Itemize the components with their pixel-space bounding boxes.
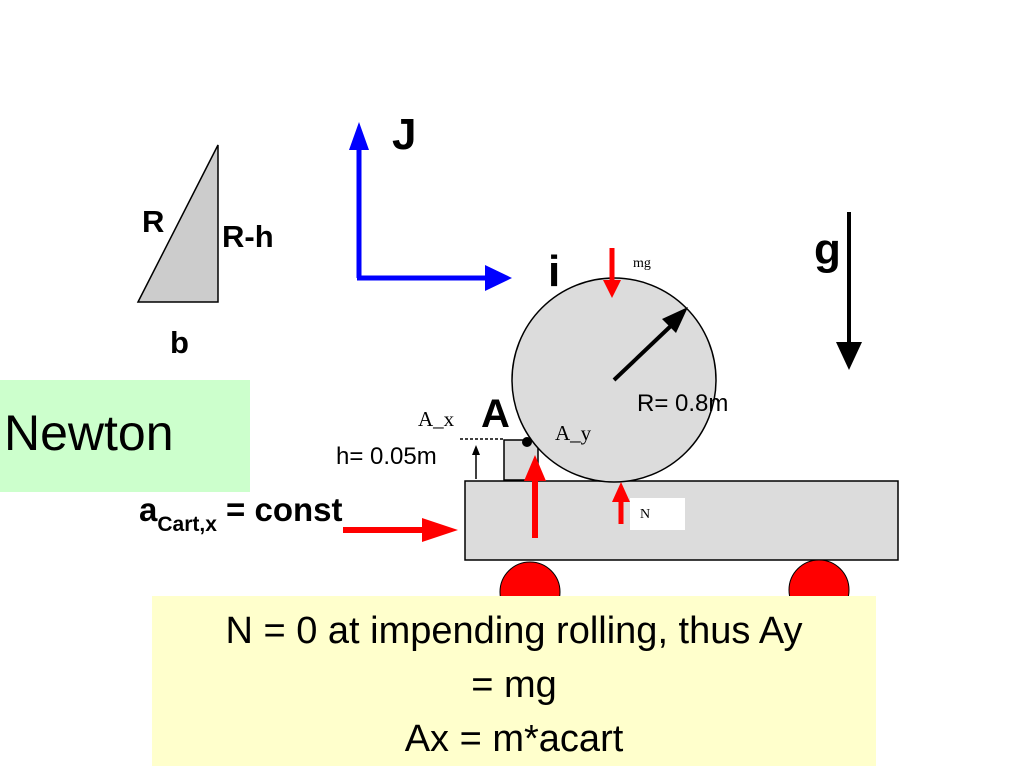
acceleration-label: aCart,x = const	[139, 493, 343, 535]
result-box: N = 0 at impending rolling, thus Ay = mg…	[152, 596, 876, 766]
mg-label: mg	[633, 256, 651, 271]
contact-point-a	[522, 437, 532, 447]
acceleration-subscript: Cart,x	[157, 513, 217, 536]
ay-label: A_y	[555, 421, 592, 445]
j-axis-label: J	[392, 110, 417, 159]
geometry-triangle	[136, 144, 219, 303]
gravity-arrowhead	[836, 342, 862, 370]
i-axis-arrowhead	[485, 265, 512, 291]
normal-label: N	[640, 507, 651, 522]
acceleration-symbol: a	[139, 491, 158, 528]
step-height-label: h= 0.05m	[336, 443, 437, 470]
newton-label: Newton	[4, 405, 174, 461]
radius-arrowhead	[662, 307, 688, 333]
newton-box: Newton	[0, 380, 250, 492]
height-dimension-arrowhead	[472, 445, 480, 455]
gravity-label: g	[814, 225, 841, 274]
normal-label-box: N	[630, 498, 685, 530]
mg-arrowhead	[603, 280, 621, 298]
ay-arrowhead	[524, 455, 546, 481]
triangle-hypotenuse-label: R	[142, 204, 165, 239]
point-a-label: A	[481, 392, 510, 436]
result-line-1: N = 0 at impending rolling, thus Ay	[225, 610, 803, 652]
triangle-base-label: b	[170, 325, 189, 360]
triangle-side-label: R-h	[222, 219, 274, 254]
result-line-2: = mg	[471, 664, 557, 706]
radius-label: R= 0.8m	[637, 390, 729, 417]
ax-label: A_x	[418, 407, 455, 431]
acceleration-equation: = const	[216, 491, 343, 528]
i-axis-label: i	[548, 247, 561, 296]
radius-arrow-shaft	[612, 320, 677, 382]
normal-arrowhead	[612, 482, 630, 502]
result-line-3: Ax = m*acart	[404, 718, 624, 760]
accel-arrowhead	[422, 518, 458, 542]
j-axis-arrowhead	[349, 122, 369, 150]
